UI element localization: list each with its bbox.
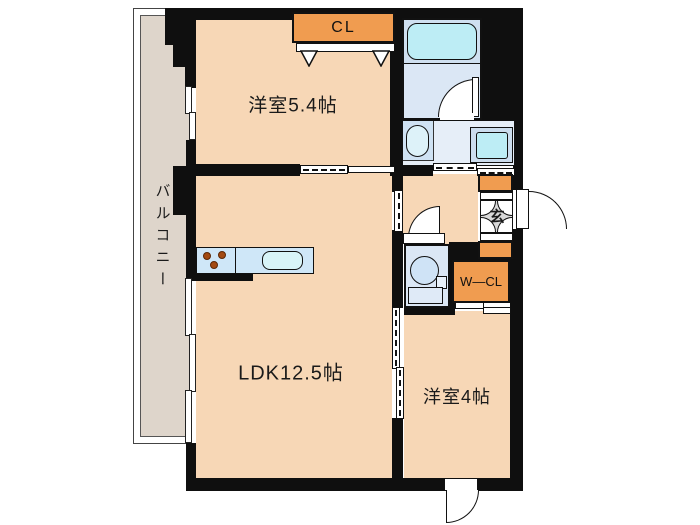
sliding-door	[300, 165, 348, 174]
toilet-door-leaf	[403, 233, 445, 244]
kitchen-counter-wall	[188, 271, 253, 281]
closet-folding-door-triangle-icon	[371, 50, 391, 68]
wall	[510, 260, 523, 478]
bath-door-leaf	[472, 77, 479, 117]
sliding-door	[433, 163, 477, 171]
bath-door-opening	[440, 113, 474, 122]
wall	[186, 443, 196, 491]
kitchen-sink-icon	[262, 251, 303, 270]
wall	[513, 229, 523, 260]
wall	[186, 478, 523, 491]
sliding-door	[396, 367, 404, 419]
wall	[196, 164, 300, 176]
sliding-door	[455, 302, 484, 309]
bedroom1-label: 洋室5.4帖	[248, 95, 338, 117]
kitchen-counter-divider	[235, 247, 236, 274]
balcony-label: バルコニー	[153, 183, 171, 293]
exterior-door-swing-icon	[446, 490, 479, 523]
wall	[448, 260, 455, 308]
sliding-door	[392, 307, 400, 369]
entrance-label: 玄	[489, 208, 505, 226]
window	[185, 86, 192, 114]
wall	[392, 418, 403, 478]
entrance-tile	[480, 200, 513, 233]
toilet-icon	[410, 256, 439, 285]
wall	[392, 230, 403, 308]
closet-box: CL	[292, 12, 395, 43]
wall	[173, 166, 196, 215]
wall	[482, 8, 523, 122]
entrance-step-strip	[480, 192, 513, 200]
sliding-door	[483, 307, 511, 314]
ldk-label: LDK12.5帖	[238, 362, 344, 385]
stove-burner-icon	[203, 252, 211, 260]
shoe-cabinet-bottom	[478, 241, 513, 259]
washing-machine-drum	[476, 132, 508, 159]
entrance-step-strip	[480, 233, 513, 241]
wall	[186, 215, 196, 278]
wall	[165, 8, 196, 45]
closet-door-strip	[296, 43, 395, 52]
stove-burner-icon	[218, 251, 226, 259]
wall	[404, 305, 455, 315]
wcl-label: W—CL	[460, 274, 502, 289]
window	[185, 278, 192, 336]
shoe-cabinet-top	[478, 174, 513, 192]
window	[189, 334, 196, 392]
bedroom2-label: 洋室4帖	[422, 387, 492, 407]
wall	[185, 67, 196, 88]
vanity-sink-icon	[406, 125, 429, 157]
entrance-door-leaf	[516, 189, 529, 229]
wall	[515, 122, 523, 168]
entrance-door-swing-icon	[529, 191, 567, 229]
room-bedroom2	[404, 311, 510, 478]
sliding-door	[394, 190, 403, 232]
wall	[186, 140, 196, 170]
window	[185, 390, 192, 443]
stove-burner-icon	[210, 261, 218, 269]
wall	[173, 45, 196, 67]
balcony	[140, 15, 190, 437]
sliding-door	[348, 166, 395, 173]
wall	[395, 164, 433, 176]
wcl-box: W—CL	[452, 260, 510, 303]
exterior-door-opening	[444, 479, 478, 490]
toilet-tank	[408, 287, 443, 304]
window	[189, 112, 196, 140]
closet-label: CL	[331, 18, 356, 36]
wall	[392, 176, 403, 192]
room-ldk	[196, 168, 392, 478]
bathtub-icon	[407, 23, 477, 60]
wall	[513, 166, 523, 190]
closet-folding-door-triangle-icon	[299, 50, 319, 68]
